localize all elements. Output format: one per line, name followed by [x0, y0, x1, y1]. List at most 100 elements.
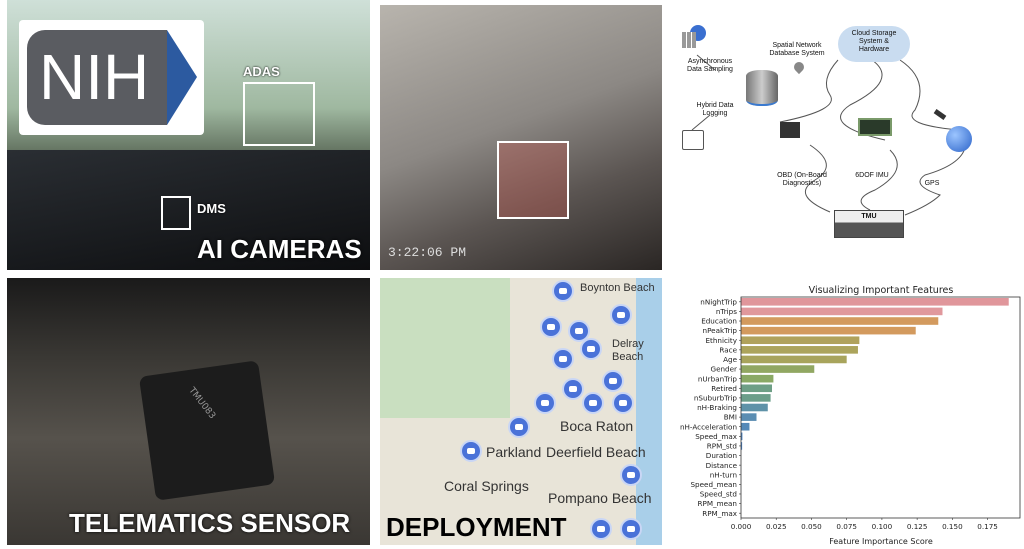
nih-logo-chevron: [167, 30, 197, 125]
y-tick-label: nH-Acceleration: [680, 422, 737, 431]
y-tick-label: Speed_mean: [690, 480, 737, 489]
tmu-device-label: TMU083: [186, 385, 218, 422]
tmu-device-photo: TMU083: [138, 360, 276, 501]
vehicle-marker[interactable]: [534, 392, 556, 414]
y-tick-label: nUrbanTrip: [698, 374, 738, 383]
bar-nNightTrip: [741, 298, 1009, 306]
y-tick-label: Distance: [706, 461, 738, 470]
y-tick-label: Duration: [706, 451, 737, 460]
ai-cameras-panel: NIH ADAS DMS AI CAMERAS: [7, 0, 370, 270]
y-tick-label: nH-Braking: [697, 403, 737, 412]
y-tick-label: Ethnicity: [706, 336, 738, 345]
y-tick-label: Race: [719, 345, 737, 354]
tmu-device: TMU: [834, 210, 904, 238]
async-sampling-label: Asynchronous Data Sampling: [687, 58, 733, 73]
map-label-coral-springs: Coral Springs: [444, 478, 529, 494]
diagram-connectors: [691, 54, 966, 216]
vehicle-marker[interactable]: [568, 320, 590, 342]
tmu-label: TMU: [861, 213, 877, 220]
face-detection-box: [497, 141, 569, 219]
x-tick-label: 0.050: [801, 522, 822, 531]
vehicle-marker[interactable]: [580, 338, 602, 360]
plot-frame: [740, 296, 1021, 519]
vehicle-marker[interactable]: [602, 370, 624, 392]
dms-label: DMS: [197, 201, 226, 216]
gps-globe-icon: [946, 126, 972, 152]
deployment-caption: DEPLOYMENT: [386, 512, 567, 542]
telematics-sensor-panel: TMU083 TELEMATICS SENSOR: [7, 278, 370, 545]
x-tick-label: 0.000: [731, 522, 752, 531]
x-tick-label: 0.175: [977, 522, 998, 531]
x-tick-label: 0.025: [766, 522, 787, 531]
y-tick-label: nSuburbTrip: [694, 393, 738, 402]
vehicle-marker[interactable]: [562, 378, 584, 400]
windshield-frame: [7, 150, 370, 270]
vehicle-marker[interactable]: [620, 464, 642, 486]
hybrid-logging-label: Hybrid Data Logging: [696, 102, 734, 117]
gps-label: GPS: [924, 180, 940, 187]
bar-nUrbanTrip: [741, 374, 774, 383]
map-label-boynton: Boynton Beach: [580, 282, 655, 294]
vehicle-marker[interactable]: [590, 518, 612, 540]
map-label-delray: Delray Beach: [612, 338, 644, 363]
cloud-storage-label: Cloud Storage System & Hardware: [851, 30, 897, 53]
vehicle-marker[interactable]: [610, 304, 632, 326]
bar-Education: [741, 317, 939, 325]
imu-board-icon: [858, 118, 892, 136]
vehicle-marker[interactable]: [612, 392, 634, 414]
map-label-pompano: Pompano Beach: [548, 490, 652, 506]
y-tick-label: Education: [701, 317, 737, 326]
map-label-boca: Boca Raton: [560, 418, 634, 434]
y-tick-label: Retired: [711, 384, 737, 393]
y-tick-label: Gender: [711, 365, 738, 374]
vehicle-marker[interactable]: [540, 316, 562, 338]
y-tick-label: nPeakTrip: [703, 326, 738, 335]
feature-importance-chart: Visualizing Important Features Feature I…: [680, 285, 1021, 546]
vehicle-marker[interactable]: [552, 348, 574, 370]
ocean: [636, 278, 662, 545]
deployment-map: Boynton Beach Delray Beach Boca Raton Pa…: [380, 278, 662, 545]
vehicle-marker[interactable]: [582, 392, 604, 414]
adas-camera-box: [243, 82, 315, 146]
bar-Speed_max: [741, 432, 743, 441]
y-tick-label: nH-turn: [710, 470, 737, 479]
dms-camera-box: [161, 196, 191, 230]
vehicle-marker[interactable]: [508, 416, 530, 438]
bar-nPeakTrip: [741, 326, 916, 335]
bar-nH-Acceleration: [741, 422, 750, 431]
bar-Ethnicity: [741, 336, 860, 345]
y-tick-label: Age: [723, 355, 737, 364]
obd-label: OBD (On-Board Diagnostics): [777, 172, 827, 187]
y-tick-label: Speed_max: [695, 432, 738, 441]
x-axis-label: Feature Importance Score: [829, 537, 933, 546]
timestamp: 3:22:06 PM: [388, 245, 467, 260]
grid-icon: [682, 32, 696, 48]
nih-logo-text: NIH: [27, 30, 167, 125]
x-tick-label: 0.125: [907, 522, 928, 531]
bar-Age: [741, 355, 847, 364]
vehicle-marker[interactable]: [460, 440, 482, 462]
x-tick-label: 0.075: [836, 522, 857, 531]
vehicle-marker[interactable]: [552, 280, 574, 302]
map-label-deerfield: Deerfield Beach: [546, 444, 646, 460]
vehicle-marker[interactable]: [620, 518, 642, 540]
bar-Retired: [741, 384, 772, 393]
telematics-caption: TELEMATICS SENSOR: [69, 508, 351, 538]
bar-nTrips: [741, 307, 943, 316]
bar-RPM_std: [741, 442, 743, 450]
y-tick-label: RPM_max: [702, 509, 738, 518]
bar-BMI: [741, 413, 757, 421]
obd-device-icon: [780, 122, 800, 138]
y-tick-label: BMI: [724, 413, 737, 422]
y-tick-label: nNightTrip: [700, 297, 737, 306]
architecture-diagram: Asynchronous Data Sampling Hybrid Data L…: [670, 0, 1024, 270]
driver-monitoring-view: 3:22:06 PM: [380, 5, 662, 270]
ai-cameras-caption: AI CAMERAS: [197, 234, 362, 264]
y-tick-label: nTrips: [716, 307, 737, 316]
chart-title: Visualizing Important Features: [809, 285, 954, 296]
spatial-db-label: Spatial Network Database System: [769, 42, 825, 57]
park-area: [380, 278, 510, 418]
database-icon: [746, 70, 778, 106]
imu-label: 6DOF IMU: [855, 172, 889, 179]
bar-nSuburbTrip: [741, 394, 771, 402]
